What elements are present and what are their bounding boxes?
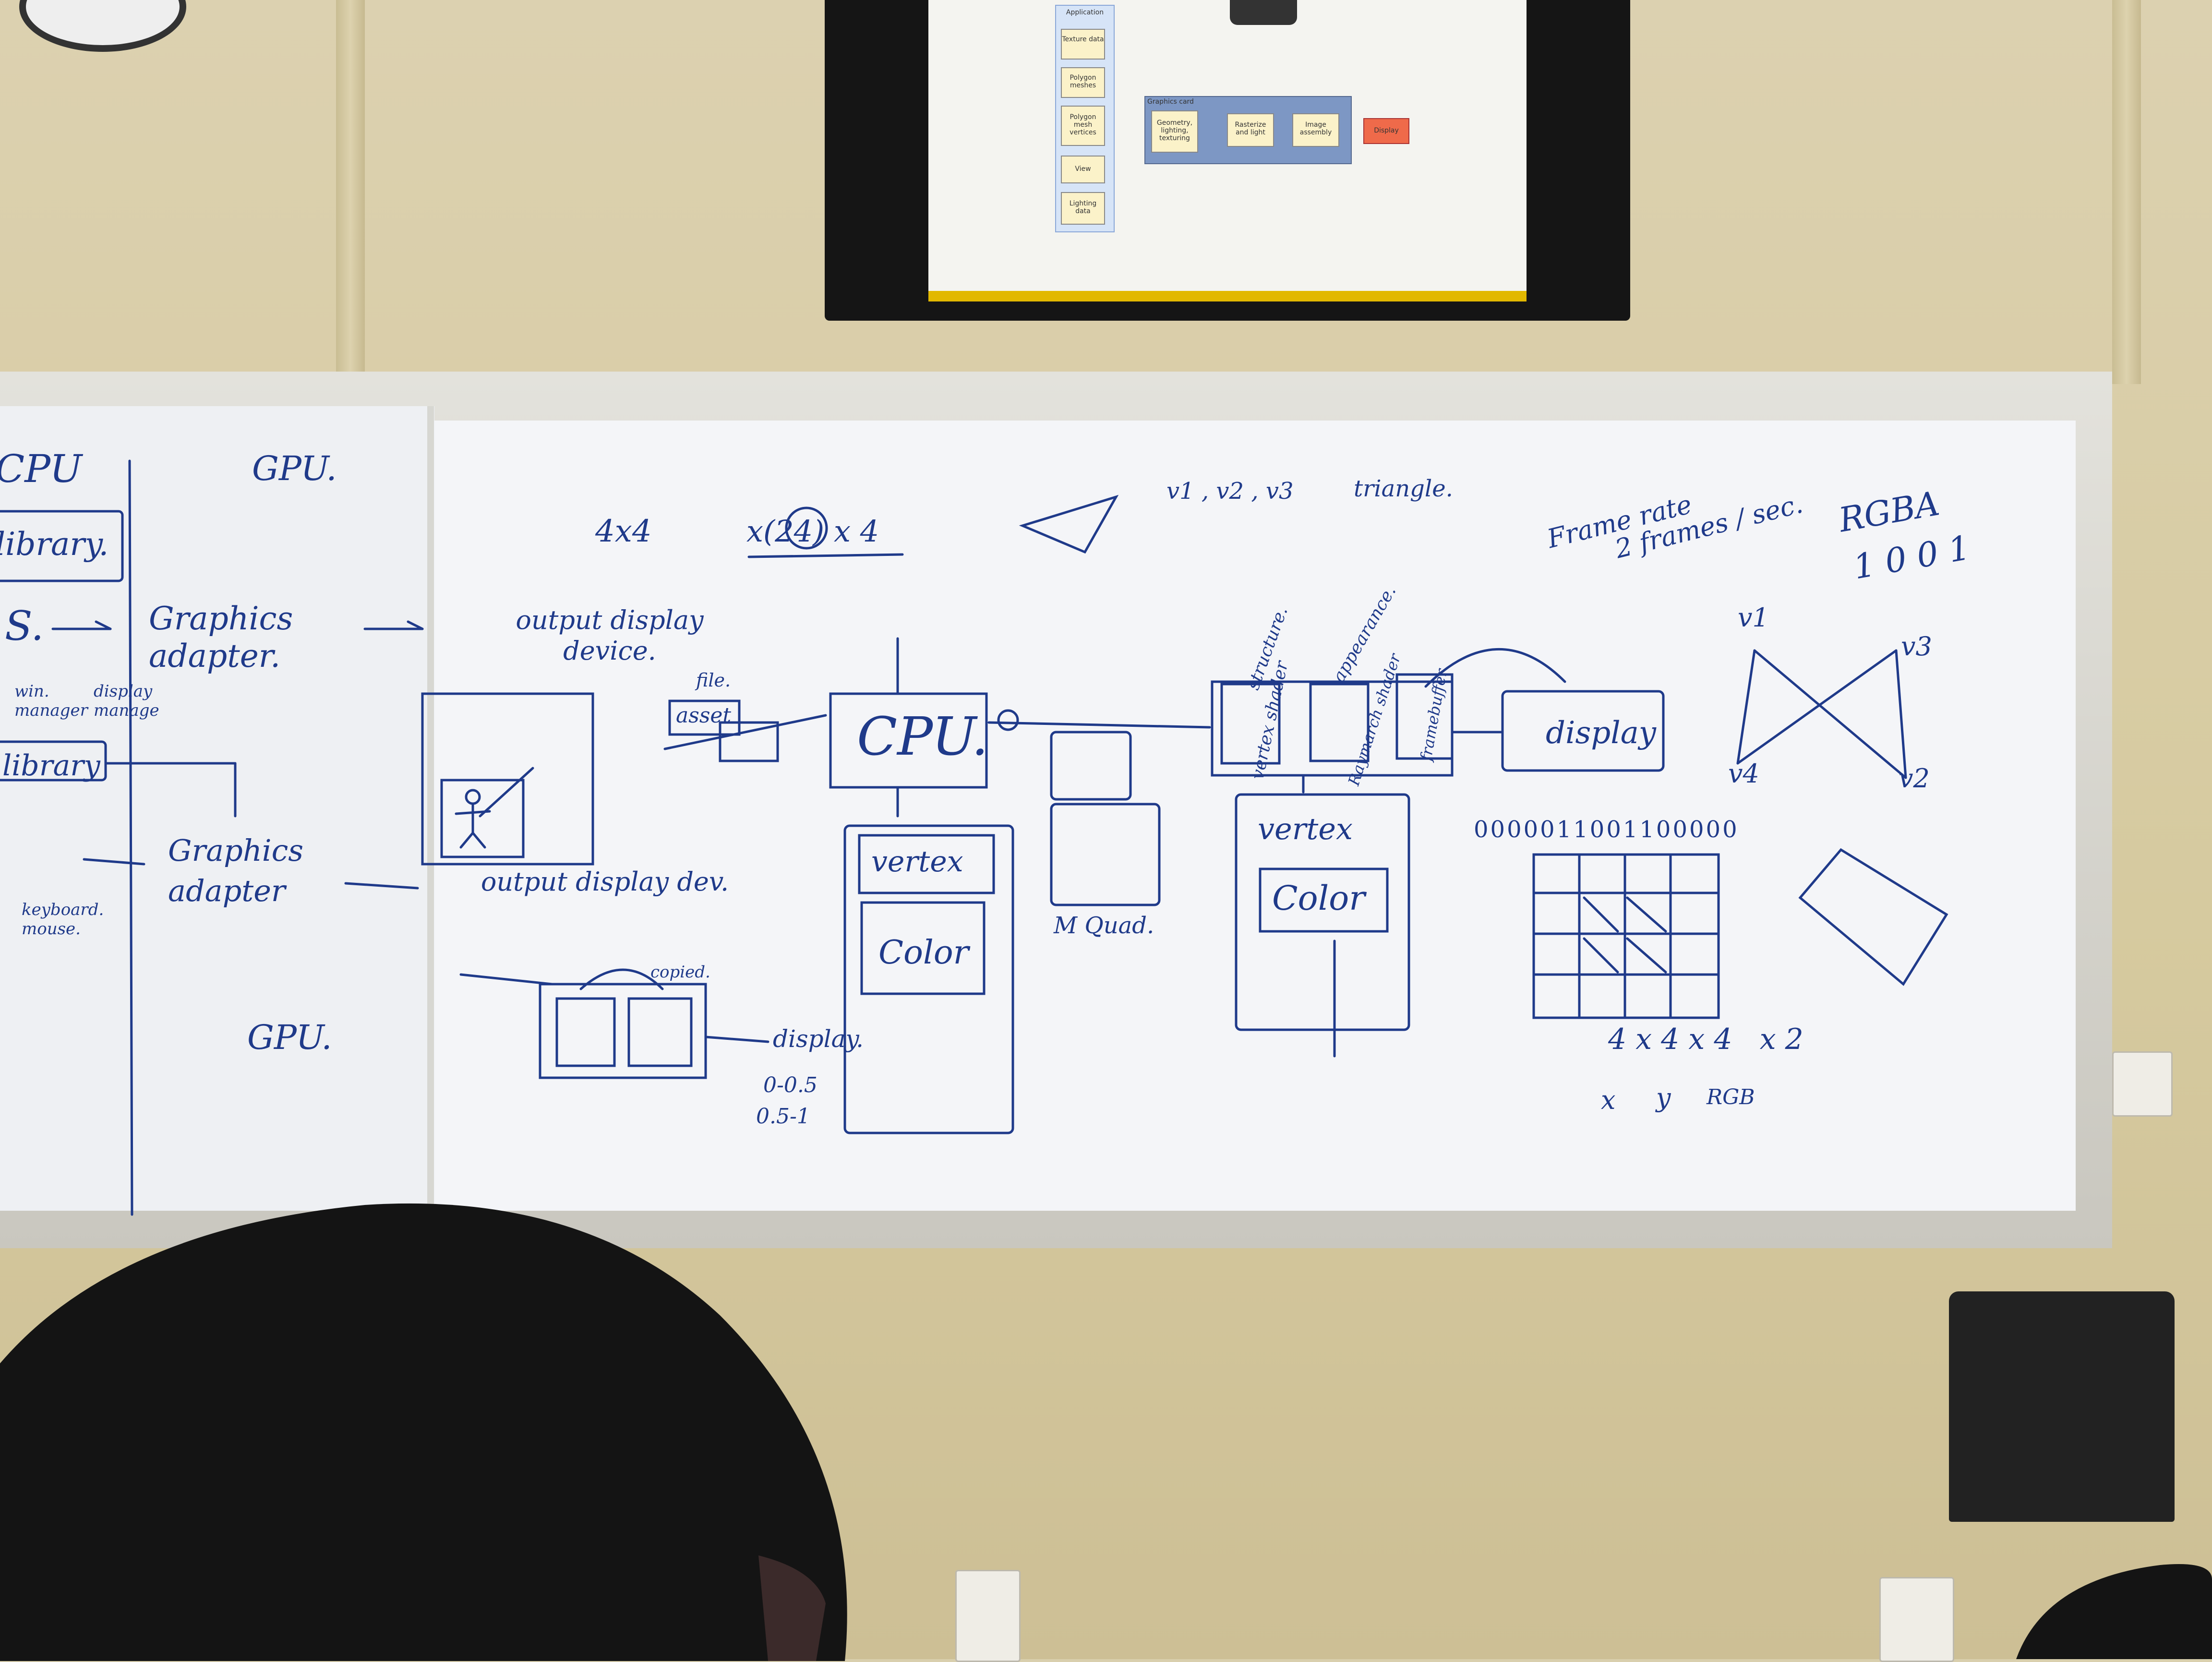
math-4x4: 4x4 [595, 514, 652, 549]
slide-stage-box: Geometry, lighting, texturing [1151, 110, 1198, 153]
left-library-label: library. [0, 526, 109, 563]
slide-input-box: Texture data [1061, 29, 1105, 60]
left-gpu-top-label: GPU. [252, 449, 337, 488]
color-1-label: Color [878, 934, 969, 972]
vertex-2-label: vertex [1258, 811, 1353, 846]
cpu-box-label: CPU. [857, 706, 988, 767]
wall-pillar [2112, 0, 2141, 384]
tv-screen-slide: Application Texture data Polygon meshes … [928, 0, 1527, 301]
display-box-label: display [1546, 715, 1657, 751]
chair-back [1949, 1291, 2175, 1522]
left-library-2: library [2, 749, 100, 783]
asset-label: asset [676, 703, 732, 728]
slide-stage-box: Image assembly [1292, 113, 1339, 147]
slide-footer-bar [928, 291, 1527, 301]
left-keyboard-mouse: keyboard. mouse. [22, 900, 104, 939]
slide-input-box: View [1061, 156, 1105, 183]
left-graphics-adapter-2: Graphics adapter [168, 833, 304, 908]
range-2-label: 0.5-1 [756, 1104, 810, 1129]
v3-label: v3 [1901, 631, 1932, 662]
slide-display-box: Display [1363, 118, 1409, 144]
second-head [2016, 1564, 2212, 1659]
wall-socket [1879, 1577, 1954, 1662]
wall-socket [2112, 1051, 2173, 1117]
output-display-dev-label: output display dev. [481, 867, 729, 897]
wall-socket [955, 1570, 1021, 1662]
file-label: file. [696, 670, 731, 691]
vertices-label: v1 , v2 , v3 [1166, 478, 1294, 505]
triangle-label: triangle. [1354, 475, 1453, 502]
left-s-label: S. [5, 602, 44, 650]
m-quad-label: M Quad. [1054, 912, 1154, 939]
left-display-manage: display manage [94, 682, 159, 720]
left-cpu-label: CPU [0, 446, 83, 491]
v1-label: v1 [1738, 602, 1769, 633]
dims-label: 4 x 4 x 4 x 2 [1608, 1023, 1803, 1056]
left-win-manager: win. manager [14, 682, 88, 720]
v4-label: v4 [1728, 759, 1759, 789]
dim-x-label: x [1601, 1085, 1616, 1115]
dim-y-label: y [1656, 1083, 1671, 1113]
left-graphics-adapter-1: Graphics adapter. [149, 600, 293, 674]
range-1-label: 0-0.5 [763, 1073, 817, 1097]
vertex-1-label: vertex [871, 845, 963, 879]
left-gpu-bottom-label: GPU. [247, 1018, 332, 1057]
whiteboard-left-panel [0, 406, 434, 1211]
v2-label: v2 [1899, 763, 1930, 794]
slide-stage-box: Rasterize and light [1227, 113, 1274, 147]
output-display-device-label: output display device. [516, 605, 704, 666]
slide-application-title: Application [1066, 9, 1104, 16]
whiteboard-right-panel [434, 421, 2076, 1211]
slide-gpu-image [1230, 0, 1297, 25]
bitstring-label: 0000011001100000 [1474, 816, 1739, 843]
slide-input-box: Polygon mesh vertices [1061, 106, 1105, 146]
whiteboard-seam [427, 406, 434, 1211]
color-2-label: Color [1272, 879, 1365, 918]
display-arrow-label: display. [773, 1025, 864, 1053]
slide-input-box: Polygon meshes [1061, 67, 1105, 98]
wall-pillar [336, 0, 365, 384]
copied-label: copied. [650, 963, 710, 982]
math-times-24: x(24) x 4 [746, 514, 879, 549]
student-head [0, 1203, 847, 1661]
slide-input-box: Lighting data [1061, 192, 1105, 225]
rgb-label: RGB [1707, 1085, 1755, 1109]
